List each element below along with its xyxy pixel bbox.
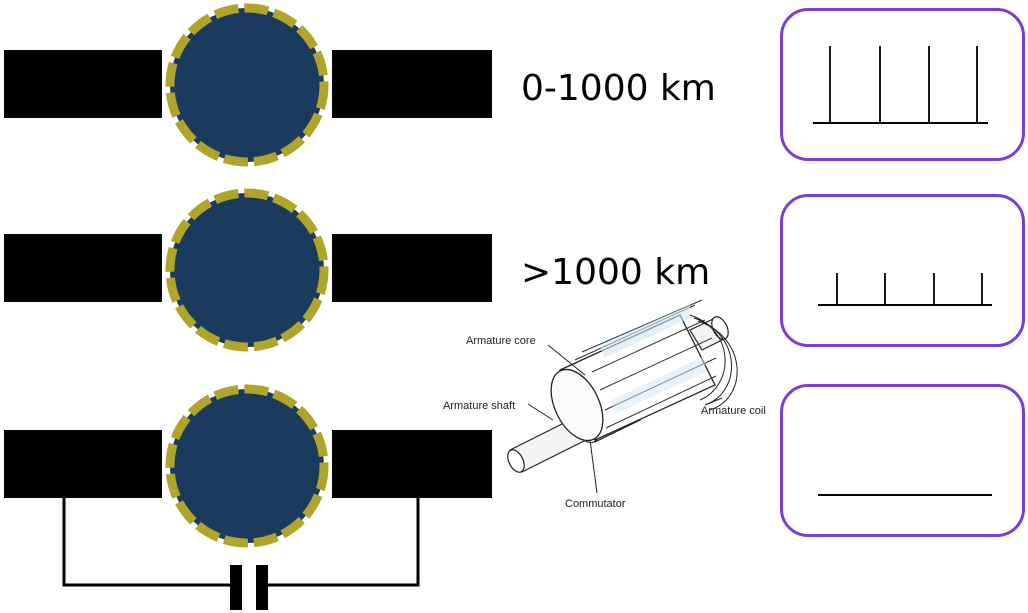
armature-coil-label: Armature coil xyxy=(701,405,766,417)
capacitor-plate-left xyxy=(230,565,242,610)
row-1-assembly xyxy=(4,3,492,167)
row-2-sphere xyxy=(165,188,329,352)
row-3-left-block xyxy=(4,430,162,498)
armature-illustration: Armature core Armature shaft Armature co… xyxy=(443,299,766,510)
signal-panel-3 xyxy=(780,384,1025,537)
row-2-distance-label: >1000 km xyxy=(521,252,711,293)
signal-panel-1 xyxy=(780,8,1025,161)
coil-leader-line xyxy=(704,397,723,406)
capacitor-plate-right xyxy=(256,565,268,610)
shaft-leader-line xyxy=(527,403,554,421)
row-1-sphere xyxy=(165,3,329,167)
capacitor-wire-left xyxy=(62,498,230,587)
row-1-left-block xyxy=(4,50,162,118)
armature-shaft-label: Armature shaft xyxy=(443,400,515,412)
row-3-assembly xyxy=(4,384,492,610)
commutator-leader-line xyxy=(589,439,598,494)
signal-panel-2 xyxy=(780,194,1025,347)
armature-coil xyxy=(689,314,738,411)
row-1-right-block xyxy=(332,50,492,118)
row-2-right-block xyxy=(332,234,492,302)
armature-core xyxy=(550,299,717,442)
signal-trace-flat-line xyxy=(818,494,992,496)
row-1-distance-label: 0-1000 km xyxy=(521,68,716,109)
row-2-left-block xyxy=(4,234,162,302)
armature-core-label: Armature core xyxy=(466,335,536,347)
armature-commutator-label: Commutator xyxy=(565,498,626,510)
row-3-right-block xyxy=(332,430,492,498)
row-3-sphere xyxy=(165,384,329,548)
capacitor-wire-right xyxy=(268,498,420,587)
signal-trace-short-spikes xyxy=(818,273,992,306)
core-leader-line xyxy=(547,344,586,376)
signal-trace-tall-spikes xyxy=(813,46,988,124)
row-2-assembly xyxy=(4,188,492,352)
